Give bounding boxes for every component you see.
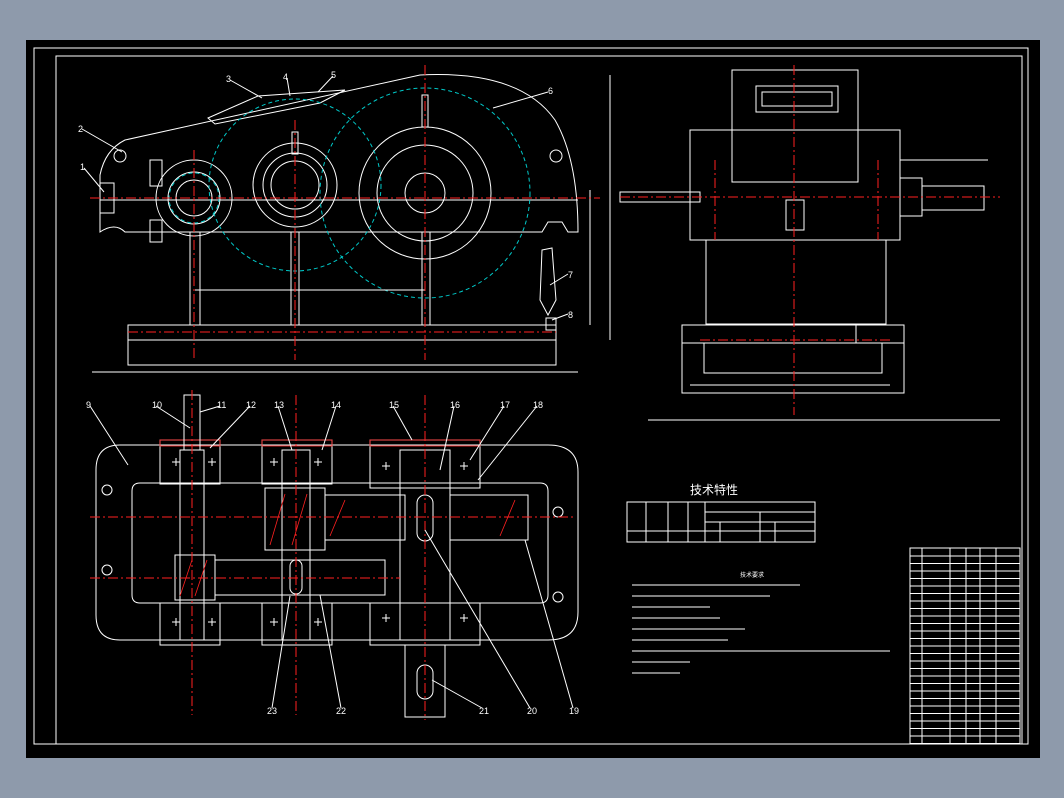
part-number-label: 2 <box>78 124 83 134</box>
part-number-label: 17 <box>500 400 510 410</box>
part-number-label: 8 <box>568 310 573 320</box>
note-lines <box>632 584 890 674</box>
part-number-label: 23 <box>267 706 277 716</box>
part-number-label: 22 <box>336 706 346 716</box>
part-number-label: 18 <box>533 400 543 410</box>
notes-title: 技术要求 <box>740 571 764 579</box>
part-number-label: 11 <box>217 400 226 410</box>
part-number-label: 9 <box>86 400 91 410</box>
parts-list <box>909 547 1021 745</box>
technical-notes: 技术要求 <box>740 571 764 579</box>
tech-spec-table: 技术特性 <box>626 482 816 543</box>
part-number-label: 14 <box>331 400 341 410</box>
side-view <box>619 65 1000 421</box>
part-number-label: 10 <box>152 400 162 410</box>
part-number-label: 5 <box>331 70 336 80</box>
part-number-label: 6 <box>548 86 553 96</box>
part-number-label: 19 <box>569 706 579 716</box>
inner-border <box>55 55 1023 745</box>
part-number-label: 1 <box>80 162 85 172</box>
leaders <box>81 75 574 709</box>
part-number-label: 21 <box>479 706 489 716</box>
part-number-label: 3 <box>226 74 231 84</box>
part-number-label: 15 <box>389 400 399 410</box>
part-number-label: 12 <box>246 400 256 410</box>
tech-title: 技术特性 <box>690 482 738 497</box>
part-number-label: 13 <box>274 400 284 410</box>
part-number-label: 4 <box>283 72 288 82</box>
part-number-label: 16 <box>450 400 460 410</box>
front-view <box>90 65 611 373</box>
plan-view <box>90 390 579 720</box>
part-number-label: 7 <box>568 270 573 280</box>
part-number-label: 20 <box>527 706 537 716</box>
